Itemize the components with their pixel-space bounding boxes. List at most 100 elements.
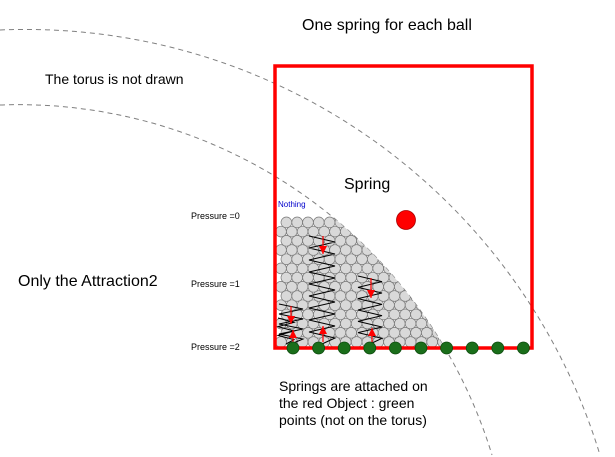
ball [453,290,465,302]
ball [437,244,449,256]
ball [431,253,444,265]
ball [367,216,379,229]
force-arrow-head [368,328,376,336]
ball [448,299,460,311]
ball [437,317,449,330]
ball [367,235,379,247]
ball [323,216,336,229]
green-point [337,341,351,355]
ball [453,327,465,339]
ball [442,271,455,284]
ball [394,262,406,275]
force-arrow-head [319,246,327,254]
ball [426,225,438,238]
ball [421,290,433,302]
ball [437,225,449,238]
red-object-frame [273,64,534,350]
attached-note-line1: Springs are attached on [279,378,428,394]
ball [415,244,428,256]
ball [426,244,438,256]
ball [421,308,433,321]
ball [426,299,438,311]
ball [377,235,390,247]
ball [421,253,433,265]
green-point [388,341,402,355]
ball [421,235,433,247]
outer-dashed-arc [0,28,601,456]
ball [431,216,444,229]
green-point [440,341,454,355]
ball [404,262,417,275]
ball [383,225,395,238]
ball [431,308,444,321]
spring-coil [308,235,337,345]
ball [458,244,471,256]
ball [383,262,395,275]
ball [421,216,433,229]
ball [458,317,471,330]
ball [345,216,357,229]
green-point [286,341,300,355]
force-arrow-head [319,326,327,334]
ball-pile [275,216,471,348]
ball [453,271,465,284]
ball [410,235,422,247]
ball [399,271,411,284]
ball [431,235,444,247]
ball [448,262,460,275]
pressure-2-label: Pressure =2 [191,342,240,352]
ball [404,244,417,256]
ball [410,253,422,265]
ball [377,253,390,265]
spring-coil [357,275,384,345]
pressure-1-label: Pressure =1 [191,279,240,289]
ball [442,216,455,229]
ball [426,262,438,275]
green-point [491,341,505,355]
ball [448,225,460,238]
ball [415,299,428,311]
green-point [465,341,479,355]
ball [399,253,411,265]
ball [431,327,444,339]
green-point [517,341,530,355]
attached-note-line2: the red Object : green [279,395,415,411]
attraction-label: Only the Attraction2 [18,273,158,290]
ball [280,216,293,229]
green-point [312,341,326,355]
ball [458,225,471,238]
ball [313,216,325,229]
ball [448,281,460,293]
ball [442,327,455,339]
ball [437,281,449,293]
green-point [414,341,428,355]
green-point [363,341,377,355]
ball [404,281,417,293]
ball [372,225,384,238]
ball [372,244,384,256]
ball [377,216,390,229]
ball [458,262,471,275]
ball [410,271,422,284]
diagram-title: One spring for each ball [302,17,472,34]
ball [356,235,368,247]
torus-note: The torus is not drawn [45,71,184,87]
ball [410,290,422,302]
ball [394,244,406,256]
ball [302,216,314,229]
ball [383,244,395,256]
ball [415,281,428,293]
force-arrow-head [287,316,295,324]
ball [388,253,401,265]
ball [426,281,438,293]
ball [442,235,455,247]
ball [421,271,433,284]
spring-coil [276,317,296,345]
ball [458,281,471,293]
force-arrow-head [289,330,297,338]
ball [442,290,455,302]
ball [356,216,368,229]
ball [388,235,401,247]
force-arrows [287,236,376,342]
